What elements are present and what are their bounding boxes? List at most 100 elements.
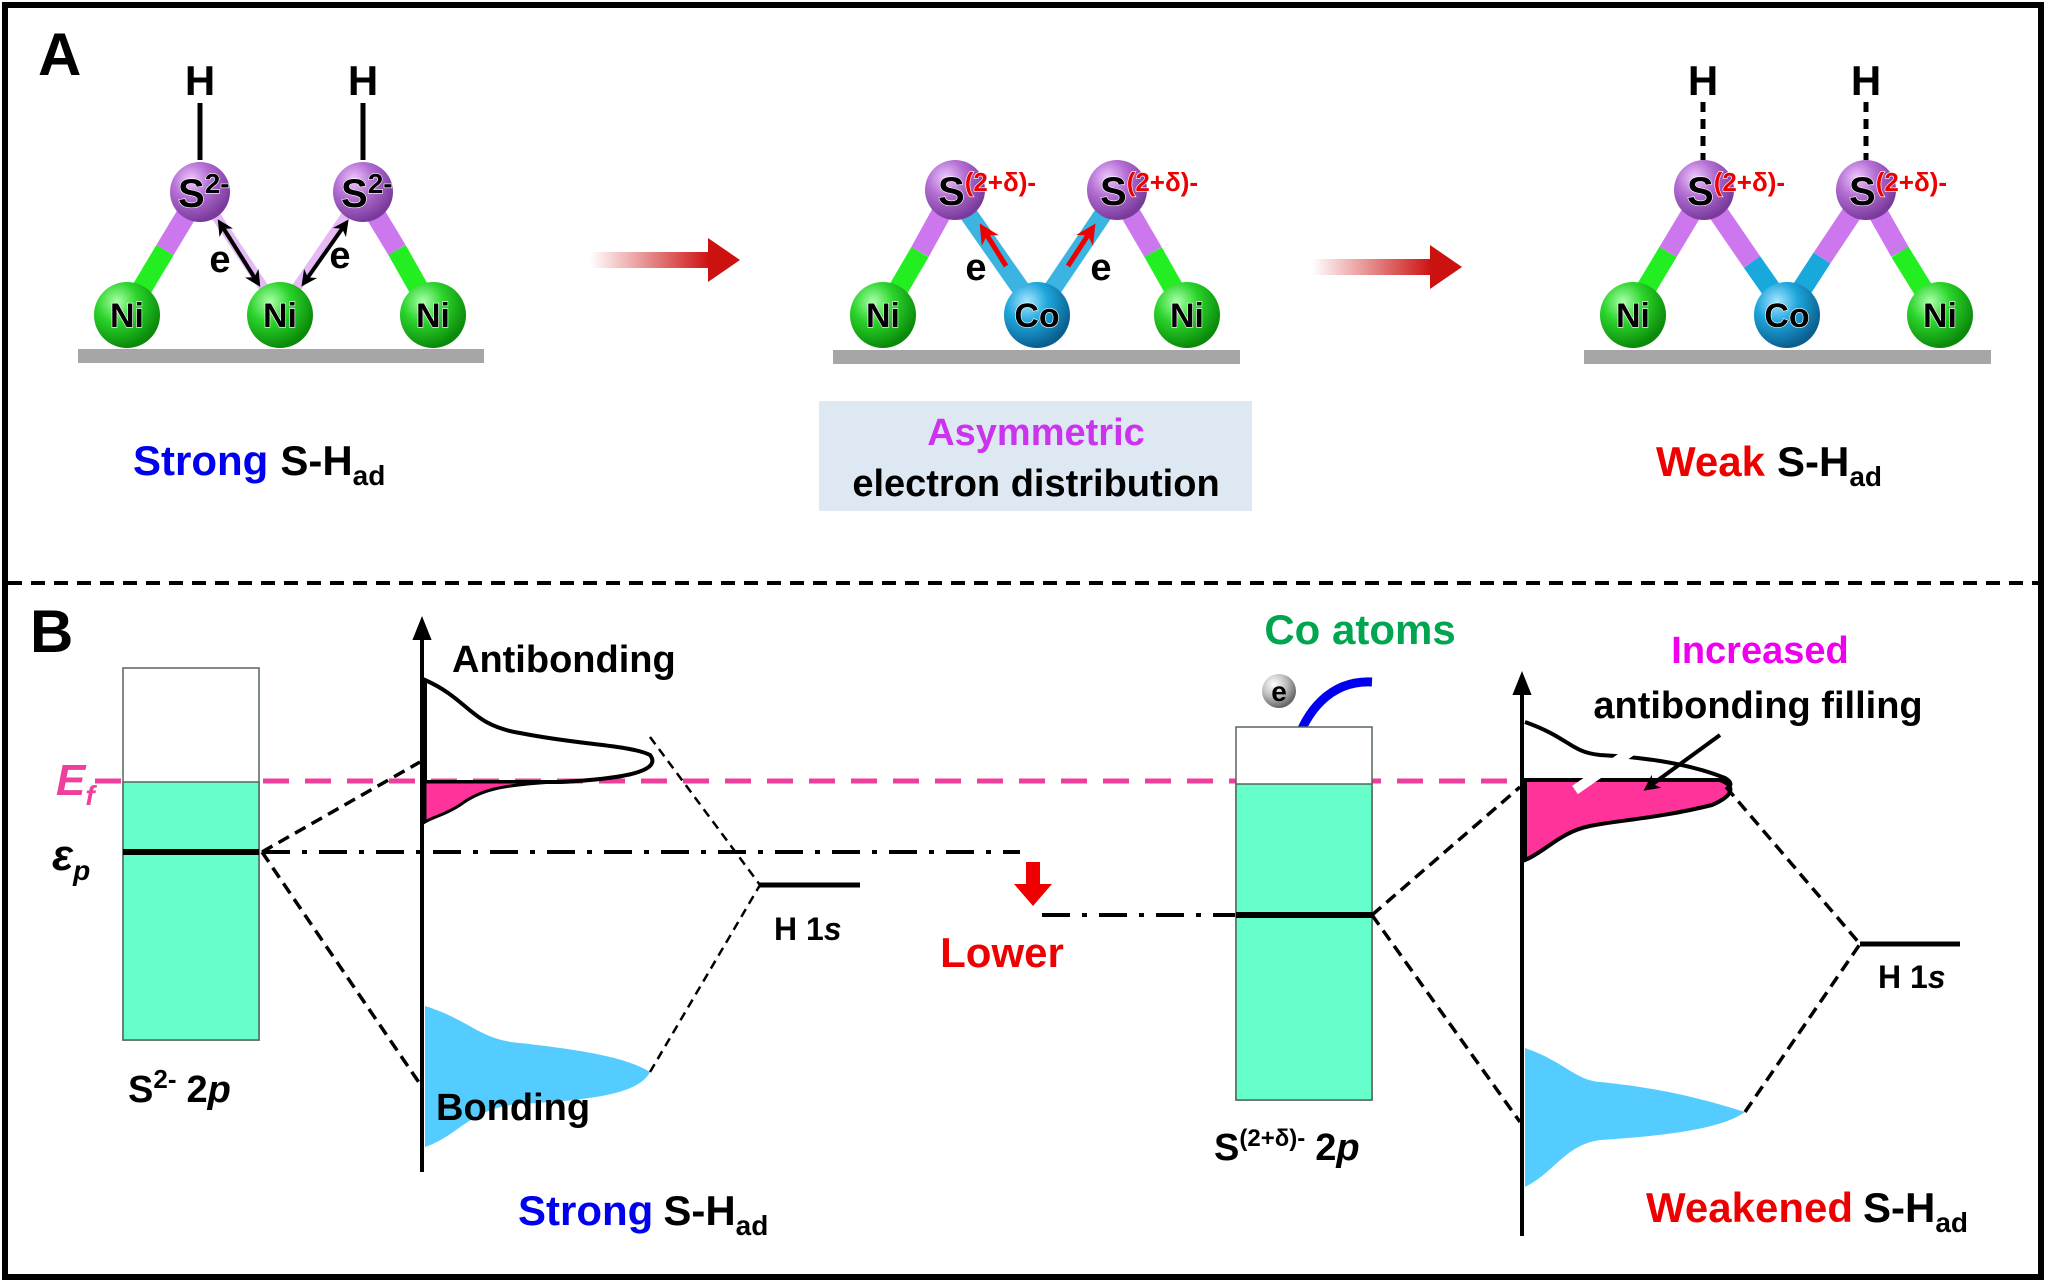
lower-label: Lower [940, 929, 1064, 976]
atom-label-ni: Ni [1923, 297, 1957, 335]
correlation-line [648, 736, 762, 886]
electron-transfer-arrow [979, 223, 1009, 268]
band-filled-region [1235, 783, 1373, 1101]
asymmetric-box [819, 401, 1252, 511]
nickel-atom [247, 282, 313, 348]
atom-label-s: S(2+δ)- [938, 167, 1036, 214]
electron-distribution-label: electron distribution [852, 463, 1219, 505]
antibonding-filled-portion [1523, 778, 1733, 863]
bonding-label: Bonding [436, 1087, 590, 1129]
electron-label: e [1090, 247, 1111, 289]
correlation-line [1743, 943, 1862, 1113]
electron-label: e [965, 247, 986, 289]
fermi-level-label: Ef [56, 756, 97, 811]
cobalt-atom [1754, 282, 1820, 348]
h1s-label: H 1s [1878, 959, 1946, 995]
substrate [1584, 350, 1991, 364]
transition-arrow [590, 238, 740, 282]
atom-label-s: S(2+δ)- [1687, 167, 1785, 214]
antibonding-filled-portion [423, 780, 556, 825]
nickel-atom [1600, 282, 1666, 348]
electron-icon-label: e [1271, 676, 1287, 707]
atom-label-ni: Ni [866, 297, 900, 335]
atom-label-ni: Ni [1616, 297, 1650, 335]
atom-label-co: Co [1014, 297, 1059, 335]
structure-co-doped-weak: H H Ni Co Ni S(2+δ)- S(2+δ)- [1584, 57, 1991, 364]
nickel-atom [94, 282, 160, 348]
hydrogen-label: H [1851, 57, 1881, 104]
sulfur-atom [1674, 160, 1734, 220]
correlation-line [260, 851, 422, 1085]
arrow-shaft [590, 252, 710, 268]
structure-nis-pristine: H H e e Ni Ni Ni S2- S2- [78, 57, 484, 363]
nickel-atom [1154, 282, 1220, 348]
correlation-line [261, 760, 421, 854]
h1s-label: H 1s [774, 911, 842, 947]
atom-label-s: S2- [341, 168, 393, 216]
correlation-line [1370, 785, 1522, 917]
increased-label: Increased [1671, 630, 1848, 672]
lower-arrow-icon [1014, 862, 1052, 906]
atom-label-ni: Ni [263, 297, 297, 335]
atom-label-co: Co [1764, 297, 1809, 335]
nickel-atom [850, 282, 916, 348]
asymmetric-label: Asymmetric [927, 412, 1145, 454]
band-s2d-2p [1235, 726, 1373, 1101]
band-filled-region [122, 781, 260, 1041]
substrate [78, 349, 484, 363]
arrow-head [1430, 245, 1462, 289]
electron-label: e [209, 239, 230, 281]
transition-arrow [1312, 245, 1462, 289]
dos-right: H 1s [1370, 671, 1960, 1236]
co-atoms-label: Co atoms [1264, 606, 1455, 653]
electron-label: e [329, 235, 350, 277]
bonding-peak [1525, 1048, 1745, 1187]
electron-exchange-arrow [301, 219, 349, 287]
sulfur-atom [1836, 160, 1896, 220]
dos-left: Antibonding Bonding H 1s [260, 616, 860, 1172]
substrate [833, 350, 1240, 364]
panel-a-label: A [38, 21, 81, 88]
p-band-center-label: εp [52, 831, 90, 886]
atom-label-ni: Ni [110, 297, 144, 335]
correlation-line [1724, 785, 1862, 946]
band-label-left: S2-2p [128, 1064, 231, 1111]
electron-exchange-arrow [217, 219, 261, 287]
antibonding-peak [423, 676, 655, 784]
antibonding-label: Antibonding [452, 639, 676, 681]
band-label-right: S(2+δ)-2p [1214, 1125, 1360, 1169]
hydrogen-label: H [185, 57, 215, 104]
antibonding-filling-label: antibonding filling [1593, 685, 1922, 727]
structure-co-doped: e e Ni Co Ni S(2+δ)- S(2+δ)- [833, 160, 1240, 364]
antibonding-peak [1524, 720, 1733, 792]
electron-transfer-arrow [1065, 223, 1096, 268]
atom-label-s: S(2+δ)- [1100, 167, 1198, 214]
bonding-peak [425, 1006, 650, 1147]
atom-label-ni: Ni [1170, 297, 1204, 335]
atom-label-s: S2- [178, 168, 230, 216]
arrow-head [708, 238, 740, 282]
sulfur-atom [1087, 160, 1147, 220]
band-s2-2p [122, 667, 260, 1041]
sulfur-atom [333, 162, 393, 222]
arrow-shaft [1312, 259, 1432, 275]
atom-label-s: S(2+δ)- [1849, 167, 1947, 214]
nickel-atom [1907, 282, 1973, 348]
annotation-arrow-outline [1572, 733, 1653, 795]
annotation-arrow [1643, 733, 1722, 791]
correlation-line [648, 884, 762, 1073]
electron-icon [1262, 674, 1296, 708]
sulfur-atom [925, 160, 985, 220]
nickel-atom [400, 282, 466, 348]
correlation-line [1370, 913, 1522, 1124]
cobalt-atom [1004, 282, 1070, 348]
atom-label-ni: Ni [416, 297, 450, 335]
sulfur-atom [170, 162, 230, 222]
